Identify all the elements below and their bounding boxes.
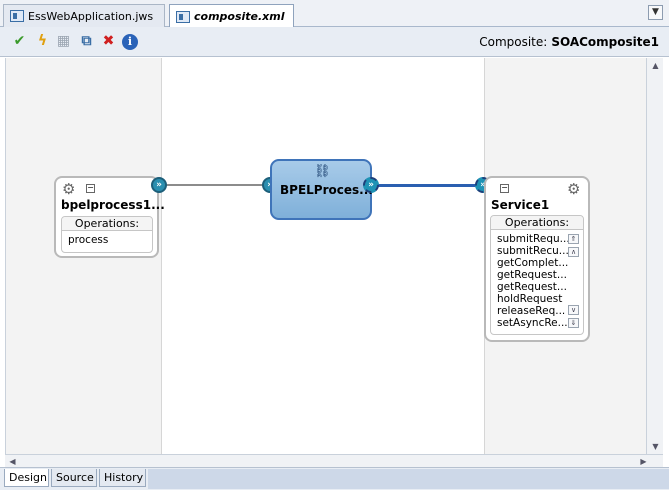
operation-item[interactable]: submitRequ...	[497, 233, 570, 245]
scroll-up-arrow-icon[interactable]: ▲	[652, 61, 659, 70]
service-name: bpelprocess1...	[61, 198, 165, 212]
tab-label: EssWebApplication.jws	[28, 9, 154, 23]
composite-name: SOAComposite1	[551, 35, 659, 49]
tab-esswebapplication[interactable]: EssWebApplication.jws	[3, 4, 165, 27]
horizontal-scrollbar[interactable]: ◀ ▶	[5, 454, 663, 467]
wire-bpel-to-reference[interactable]	[376, 184, 480, 187]
operations-box: Operations: submitRequ... submitRecu... …	[490, 215, 584, 335]
operations-box: Operations: process	[61, 216, 153, 253]
operations-header: Operations:	[62, 217, 152, 231]
gear-icon: ⚙	[62, 180, 76, 198]
bpel-reference-port-icon[interactable]: »	[363, 177, 379, 193]
gear-icon: ⚙	[567, 180, 581, 198]
scroll-up-icon[interactable]: ∧	[568, 247, 579, 257]
composite-icon	[176, 10, 190, 23]
operations-header: Operations:	[491, 216, 583, 230]
tab-source[interactable]: Source	[51, 469, 97, 487]
tab-history[interactable]: History	[99, 469, 146, 487]
editor-bottom-tabs: Design Source History	[0, 467, 669, 490]
reference-name: Service1	[491, 198, 550, 212]
scroll-right-arrow-icon[interactable]: ▶	[640, 457, 647, 466]
composite-toolbar: ✔ ϟ ▦ ⧉ ✖ i Composite:SOAComposite1	[0, 27, 669, 57]
tab-design[interactable]: Design	[4, 469, 49, 487]
bottom-tab-filler	[148, 469, 669, 489]
project-icon	[10, 10, 24, 22]
operation-item[interactable]: getComplet...	[497, 257, 569, 269]
operation-item[interactable]: getRequest...	[497, 281, 567, 293]
delete-icon[interactable]: ✖	[102, 33, 115, 49]
operation-item[interactable]: process	[68, 234, 109, 246]
operation-item[interactable]: setAsyncRe...	[497, 317, 568, 329]
operation-item[interactable]: releaseReq...	[497, 305, 566, 317]
composite-label: Composite:	[479, 35, 548, 49]
swimlane-divider	[161, 58, 162, 454]
tab-composite[interactable]: composite.xml	[169, 4, 294, 28]
scroll-top-icon[interactable]: ⇑	[568, 234, 579, 244]
service1-reference[interactable]: − ⚙ Service1 Operations: submitRequ... s…	[484, 176, 590, 342]
vertical-scrollbar[interactable]: ▲ ▼	[646, 58, 663, 454]
scroll-left-arrow-icon[interactable]: ◀	[9, 457, 16, 466]
tab-label: composite.xml	[194, 10, 285, 23]
bpel-process-icon: ⛓	[314, 164, 331, 179]
bpel-name: BPELProces...	[280, 183, 373, 197]
composite-canvas[interactable]: ⚙ − bpelprocess1... Operations: process …	[5, 58, 647, 454]
scroll-down-icon[interactable]: ∨	[568, 305, 579, 315]
disabled-action-icon: ▦	[56, 33, 71, 49]
composite-title: Composite:SOAComposite1	[479, 35, 659, 49]
service-port-icon[interactable]: »	[151, 177, 167, 193]
duplicate-icon[interactable]: ⧉	[81, 33, 92, 49]
test-bolt-icon[interactable]: ϟ	[37, 33, 48, 49]
scroll-bottom-icon[interactable]: ⇓	[568, 318, 579, 328]
validate-check-icon[interactable]: ✔	[13, 33, 26, 49]
tab-list-dropdown-icon[interactable]: ▼	[648, 5, 663, 20]
info-icon[interactable]: i	[122, 34, 138, 50]
collapse-icon[interactable]: −	[500, 183, 509, 193]
scroll-down-arrow-icon[interactable]: ▼	[652, 442, 659, 451]
wire-service-to-bpel[interactable]	[164, 184, 268, 186]
editor-tab-bar: EssWebApplication.jws composite.xml ▼	[0, 0, 669, 28]
operation-item[interactable]: holdRequest	[497, 293, 563, 305]
operation-item[interactable]: getRequest...	[497, 269, 567, 281]
collapse-icon[interactable]: −	[86, 183, 95, 193]
operation-item[interactable]: submitRecu...	[497, 245, 569, 257]
bpelprocess-service[interactable]: ⚙ − bpelprocess1... Operations: process	[54, 176, 165, 258]
bpel-process-component[interactable]: ⛓ BPELProces...	[270, 159, 373, 220]
